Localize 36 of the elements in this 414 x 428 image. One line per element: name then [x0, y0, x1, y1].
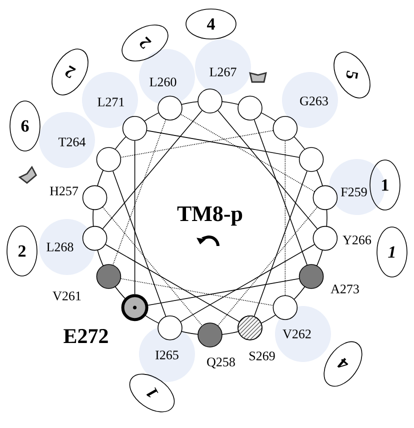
- residue-label: T264: [58, 138, 86, 146]
- helix-connector: [254, 170, 308, 317]
- residue-label: L260: [150, 78, 176, 86]
- helix-connector: [148, 278, 300, 306]
- residue-label: L271: [98, 98, 124, 106]
- residue-label: H257: [50, 186, 78, 196]
- residue-label: G263: [300, 96, 328, 106]
- residue-label: L268: [46, 242, 74, 252]
- helix-connector: [102, 110, 202, 230]
- helix-connector: [218, 110, 318, 230]
- residue-label: V261: [52, 292, 81, 300]
- helix-connector: [146, 130, 300, 158]
- helix-connector: [105, 244, 240, 322]
- residue-label: A273: [330, 284, 359, 294]
- residue-circle: [238, 96, 262, 120]
- helix-connector: [112, 119, 166, 266]
- residue-label: I265: [156, 350, 178, 360]
- helix-connector: [218, 206, 318, 326]
- helix-connector: [180, 244, 315, 322]
- residue-label: Y266: [342, 236, 372, 244]
- residue-label: S269: [250, 352, 275, 360]
- helix-connector: [102, 206, 202, 326]
- residue-label: F259: [341, 188, 367, 196]
- helix-connector: [120, 278, 274, 306]
- helix-connector: [112, 170, 166, 317]
- helix-connector: [120, 130, 274, 158]
- residue-label: V262: [282, 330, 311, 338]
- helix-connector: [284, 140, 286, 296]
- residue-label: L267: [210, 68, 236, 76]
- helix-connector: [134, 140, 136, 294]
- residue-label: E272: [64, 329, 108, 343]
- helix-title: TM8-p: [177, 206, 242, 226]
- residue-label: Q258: [207, 358, 235, 368]
- helix-connector: [180, 114, 315, 192]
- helix-connector: [254, 119, 308, 266]
- residue-circle: [298, 147, 324, 172]
